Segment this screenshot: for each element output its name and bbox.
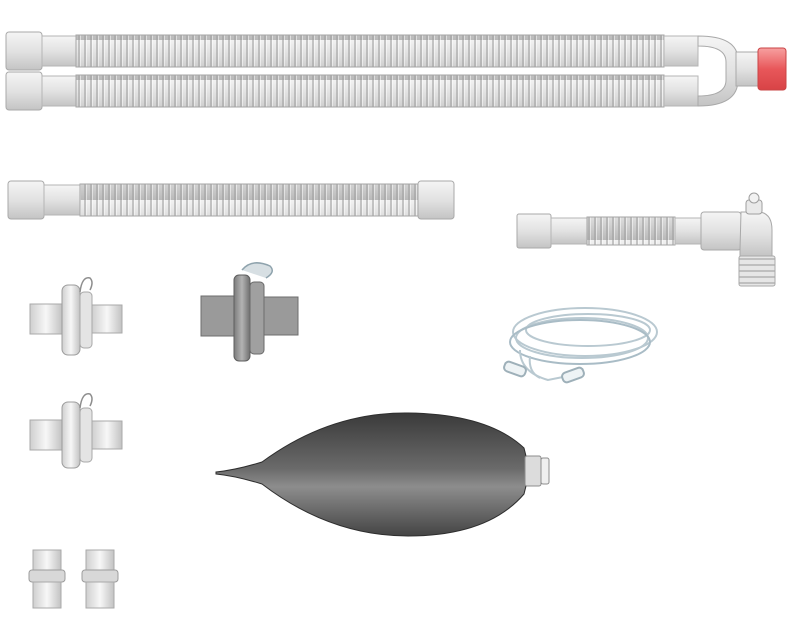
bacterial-viral-filter: [200, 262, 299, 362]
oxygen-sampling-line: [503, 307, 658, 384]
dual-limb-breathing-circuit: [5, 31, 787, 111]
hme-filter-small: [29, 393, 123, 469]
catheter-mount-elbow: [516, 192, 776, 287]
reservoir-bag: [215, 412, 550, 537]
hme-filter: [29, 277, 123, 356]
single-limb-extension-tube: [7, 180, 455, 220]
red-connector: [757, 47, 787, 91]
straight-connectors: [28, 549, 119, 609]
